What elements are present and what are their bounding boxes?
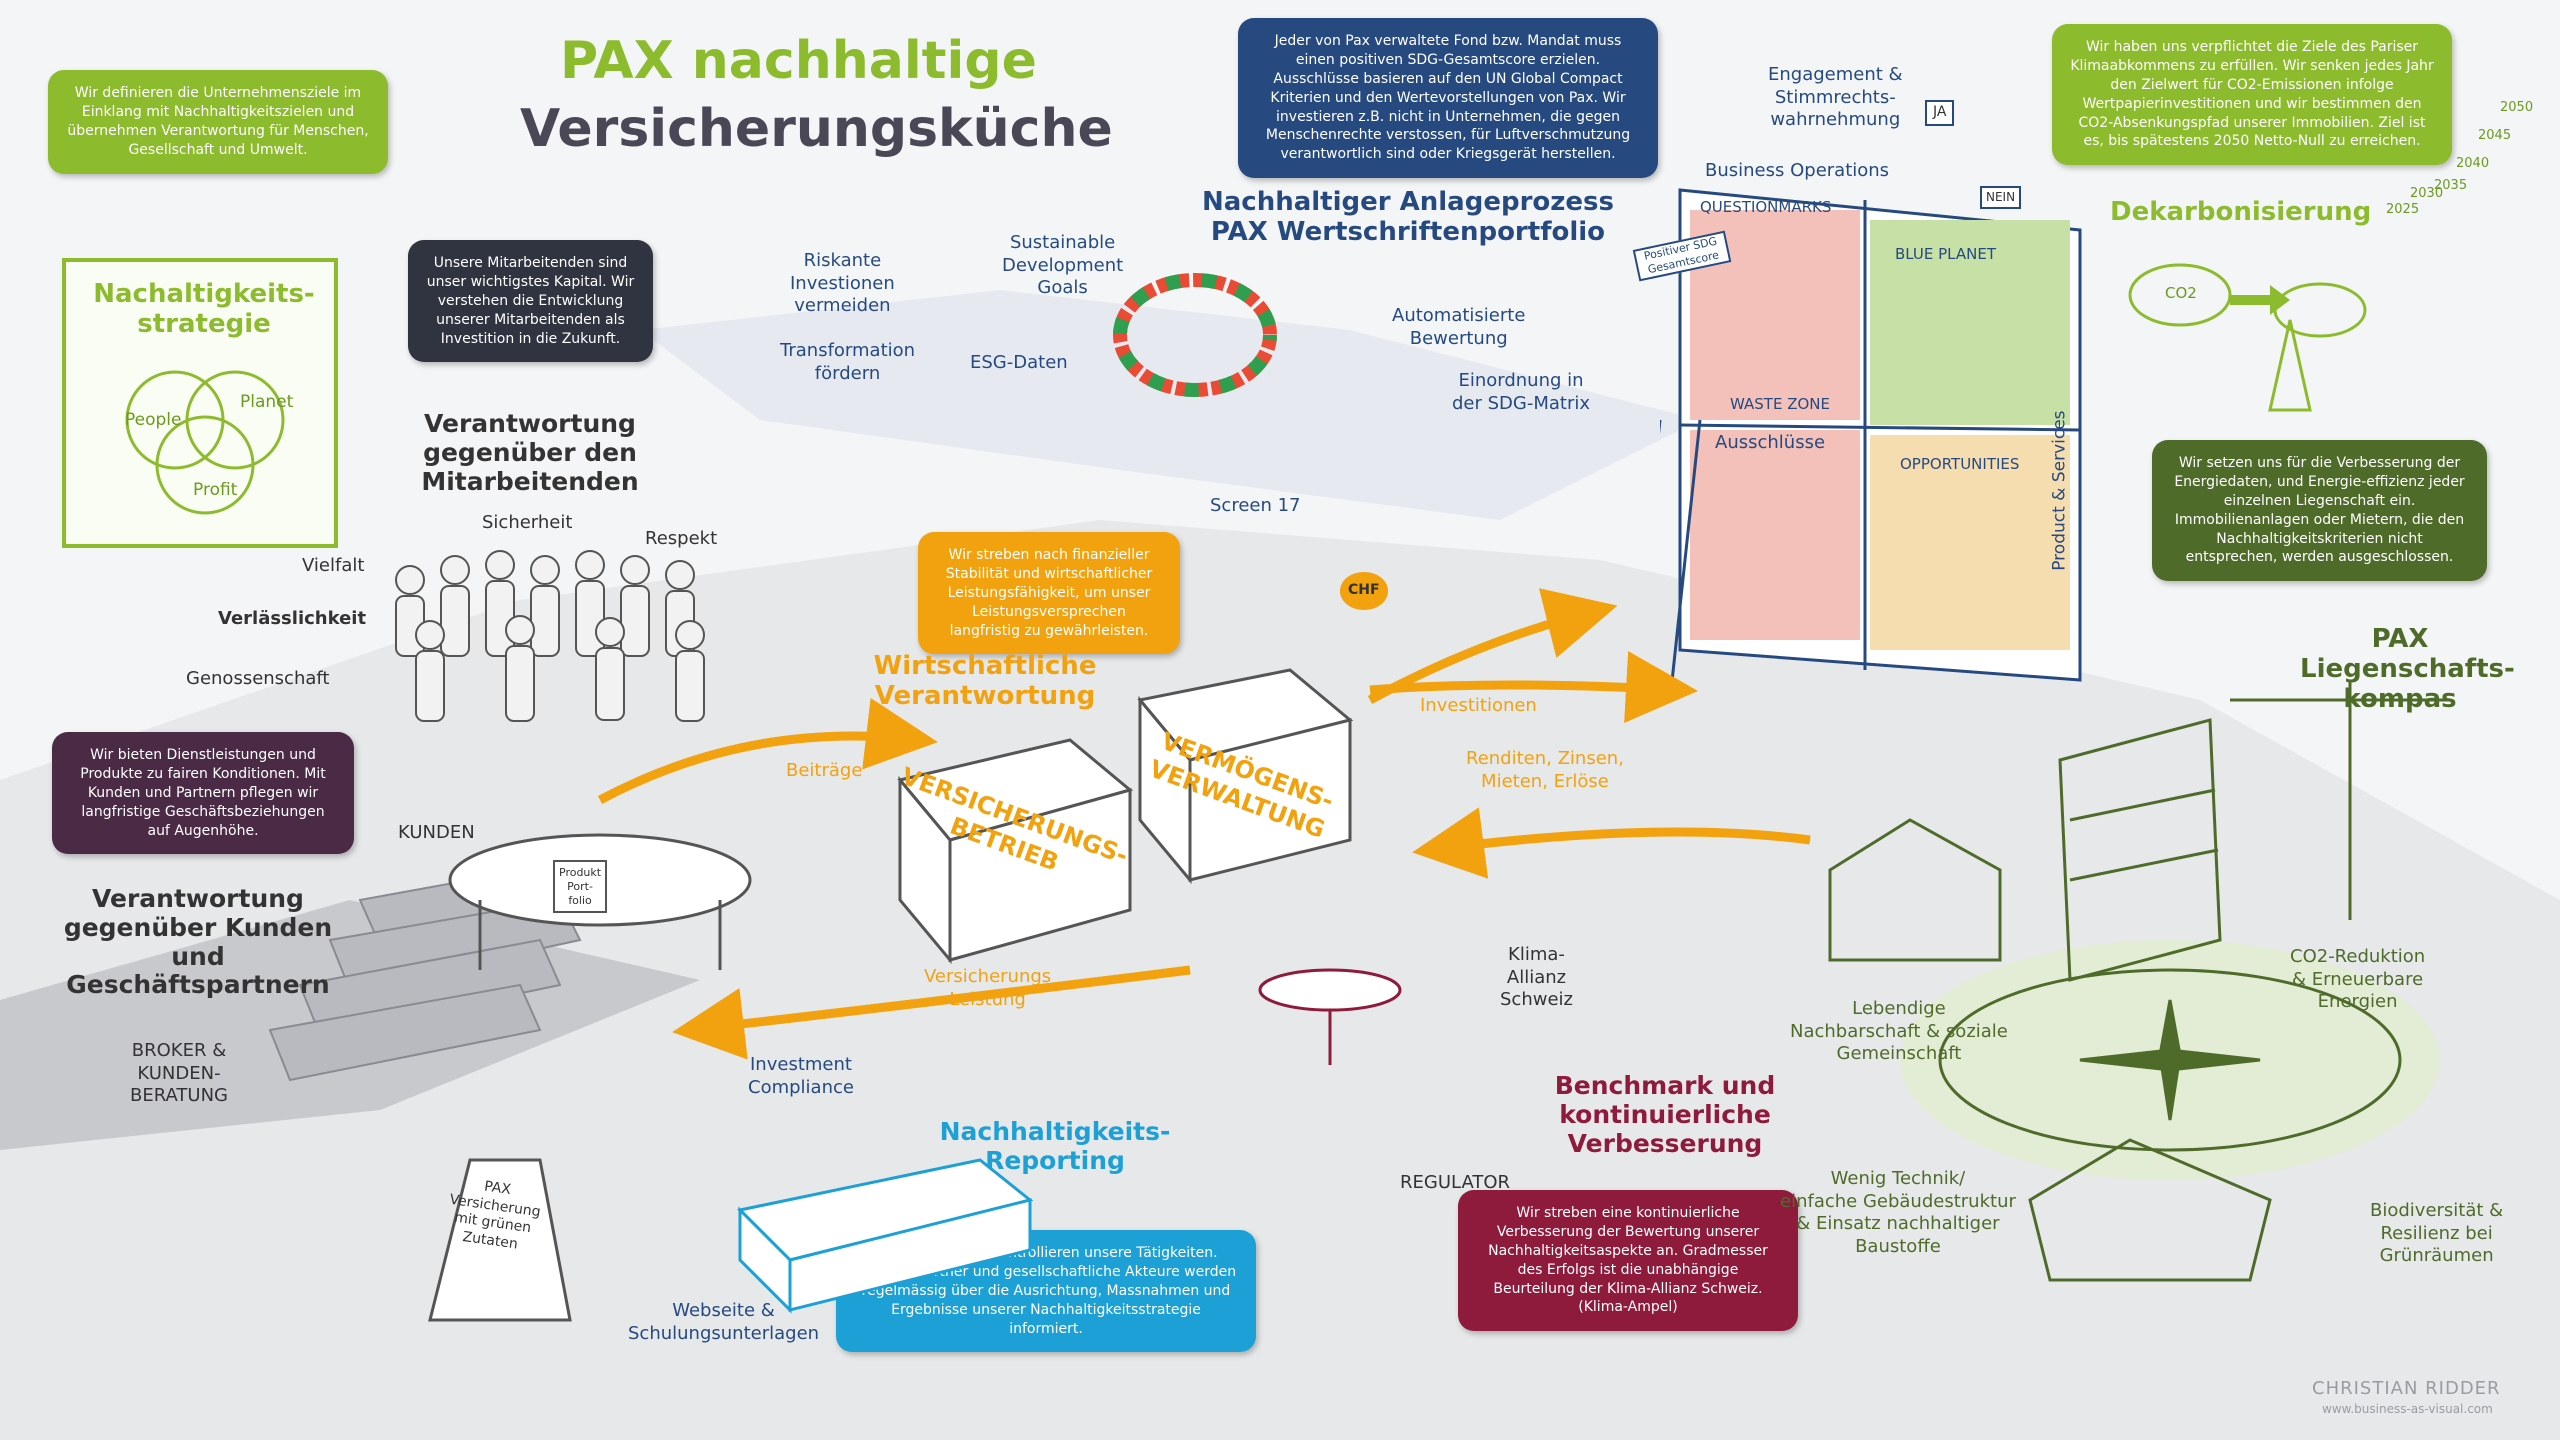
money-bag-chf: CHF (1340, 572, 1388, 610)
venn-profit: Profit (193, 480, 238, 500)
sign-board (428, 1158, 572, 1322)
shelf-questionmarks: QUESTIONMARKS (1700, 198, 1832, 216)
employees-heading: Verantwortung gegenüber den Mitarbeitend… (421, 409, 639, 496)
invest-sdg: Sustainable Development Goals (1002, 232, 1124, 298)
shelf-wastezone: WASTE ZONE (1730, 395, 1830, 413)
paris-bubble: Wir haben uns verpflichtet die Ziele des… (2052, 24, 2452, 166)
value-respekt: Respekt (645, 528, 718, 549)
sdg-ring (1113, 273, 1277, 397)
reporting-heading: Nachhaltigkeits- Reporting (939, 1117, 1171, 1175)
customers-heading: Verantwortung gegenüber Kunden und Gesch… (63, 884, 333, 1000)
employees-bubble: Unsere Mitarbeitenden sind unser wichtig… (408, 240, 653, 363)
economic-heading: Wirtschaftliche Verantwortung (873, 651, 1097, 711)
flow-compliance: Investment Compliance (748, 1054, 854, 1098)
invest-bizops: Business Operations (1705, 160, 1890, 181)
sdg-matrix-shelf (1660, 188, 2082, 700)
strategy-bubble: Wir definieren die Unternehmensziele im … (48, 70, 388, 174)
venn-planet: Planet (240, 392, 294, 412)
sign-text: PAX Versicherung mit grünen Zutaten (448, 1178, 542, 1253)
year-2040: 2040 (2456, 156, 2490, 171)
property-co2: CO2-Reduktion & Erneuerbare Energien (2290, 946, 2426, 1012)
benchmark-bubble: Wir streben eine kontinuierliche Verbess… (1458, 1190, 1798, 1332)
year-2025: 2025 (2386, 202, 2420, 217)
flow-leistung: Versicherungs Leistung (924, 966, 1052, 1010)
product-portfolio: Produkt Port- folio (553, 860, 608, 914)
energy-bubble-text: Wir setzen uns für die Verbesserung der … (2174, 455, 2465, 566)
flow-investitionen: Investitionen (1420, 695, 1537, 716)
customers-bubble-text: Wir bieten Dienstleistungen und Produkte… (80, 747, 326, 839)
invest-engagement: Engagement & Stimmrechts- wahrnehmung (1768, 64, 1903, 130)
benchmark-bubble-text: Wir streben eine kontinuierliche Verbess… (1488, 1205, 1768, 1316)
invest-riskante: Riskante Investionen vermeiden (790, 250, 895, 316)
fund-bubble-text: Jeder von Pax verwaltete Fond bzw. Manda… (1265, 33, 1631, 163)
sign-ja: JA (1925, 100, 1955, 126)
sign-nein: NEIN (1980, 186, 2022, 209)
employees-crowd (395, 550, 705, 722)
year-2050: 2050 (2500, 100, 2534, 115)
invest-esg: ESG-Daten (970, 352, 1068, 373)
investment-heading: Nachhaltiger Anlageprozess PAX Wertschri… (1201, 187, 1614, 247)
reporting-desk (736, 1158, 1034, 1314)
paris-bubble-text: Wir haben uns verpflichtet die Ziele des… (2070, 39, 2434, 150)
invest-screen: Screen 17 (1210, 495, 1301, 516)
invest-transformation: Transformation fördern (780, 340, 916, 384)
customers-bubble: Wir bieten Dienstleistungen und Produkte… (52, 732, 354, 855)
signature-url: www.business-as-visual.com (2322, 1402, 2493, 1416)
kitchen-counters (897, 668, 1354, 965)
energy-bubble: Wir setzen uns für die Verbesserung der … (2152, 440, 2487, 582)
title-line-1: PAX nachhaltige (560, 31, 1037, 91)
klima-table (1258, 968, 1402, 1065)
strategy-bubble-text: Wir definieren die Unternehmensziele im … (67, 85, 369, 158)
property-bio: Biodiversität & Resilienz bei Grünräumen (2370, 1200, 2504, 1266)
year-2045: 2045 (2478, 128, 2512, 143)
benchmark-heading: Benchmark und kontinuierliche Verbesseru… (1554, 1071, 1776, 1158)
label-regulator: REGULATOR (1400, 1172, 1511, 1193)
co2-clouds (2128, 263, 2367, 412)
invest-einordnung: Einordnung in der SDG-Matrix (1452, 370, 1591, 414)
venn-diagram (125, 370, 285, 515)
shelf-opportunities: OPPORTUNITIES (1900, 455, 2020, 473)
flow-beitraege: Beiträge (786, 760, 863, 781)
employees-bubble-text: Unsere Mitarbeitenden sind unser wichtig… (426, 255, 635, 347)
year-2035: 2035 (2434, 178, 2468, 193)
signature-name: CHRISTIAN RIDDER (2312, 1378, 2501, 1399)
fund-bubble: Jeder von Pax verwaltete Fond bzw. Manda… (1238, 18, 1658, 179)
shelf-blueplanet: BLUE PLANET (1895, 245, 1996, 263)
label-klima: Klima- Allianz Schweiz (1500, 944, 1573, 1010)
strategy-board (62, 258, 338, 548)
value-genossenschaft: Genossenschaft (186, 668, 330, 689)
decarb-heading: Dekarbonisierung (2110, 197, 2372, 227)
shelf-ausschluesse: Ausschlüsse (1715, 432, 1826, 453)
value-vielfalt: Vielfalt (302, 555, 365, 576)
value-verlasslichkeit: Verlässlichkeit (218, 608, 367, 629)
label-kunden: KUNDEN (398, 822, 475, 843)
value-sicherheit: Sicherheit (482, 512, 573, 533)
invest-automat: Automatisierte Bewertung (1392, 305, 1526, 349)
venn-people: People (125, 410, 182, 430)
property-technik: Wenig Technik/ einfache Gebäudestruktur … (1780, 1168, 2016, 1257)
finance-bubble-text: Wir streben nach finanzieller Stabilität… (945, 547, 1153, 639)
flow-renditen: Renditen, Zinsen, Mieten, Erlöse (1466, 748, 1624, 792)
property-drawings (1828, 680, 2450, 1282)
label-broker: BROKER & KUNDEN- BERATUNG (130, 1040, 228, 1106)
property-nachbar: Lebendige Nachbarschaft & soziale Gemein… (1790, 998, 2008, 1064)
strategy-heading: Nachaltigkeits- strategie (93, 279, 315, 339)
title-line-2: Versicherungsküche (520, 99, 1113, 159)
label-webseite: Webseite & Schulungsunterlagen (628, 1300, 820, 1344)
finance-bubble: Wir streben nach finanzieller Stabilität… (918, 532, 1180, 655)
year-2030: 2030 (2410, 186, 2444, 201)
co2-icon-label: CO2 (2165, 284, 2197, 302)
